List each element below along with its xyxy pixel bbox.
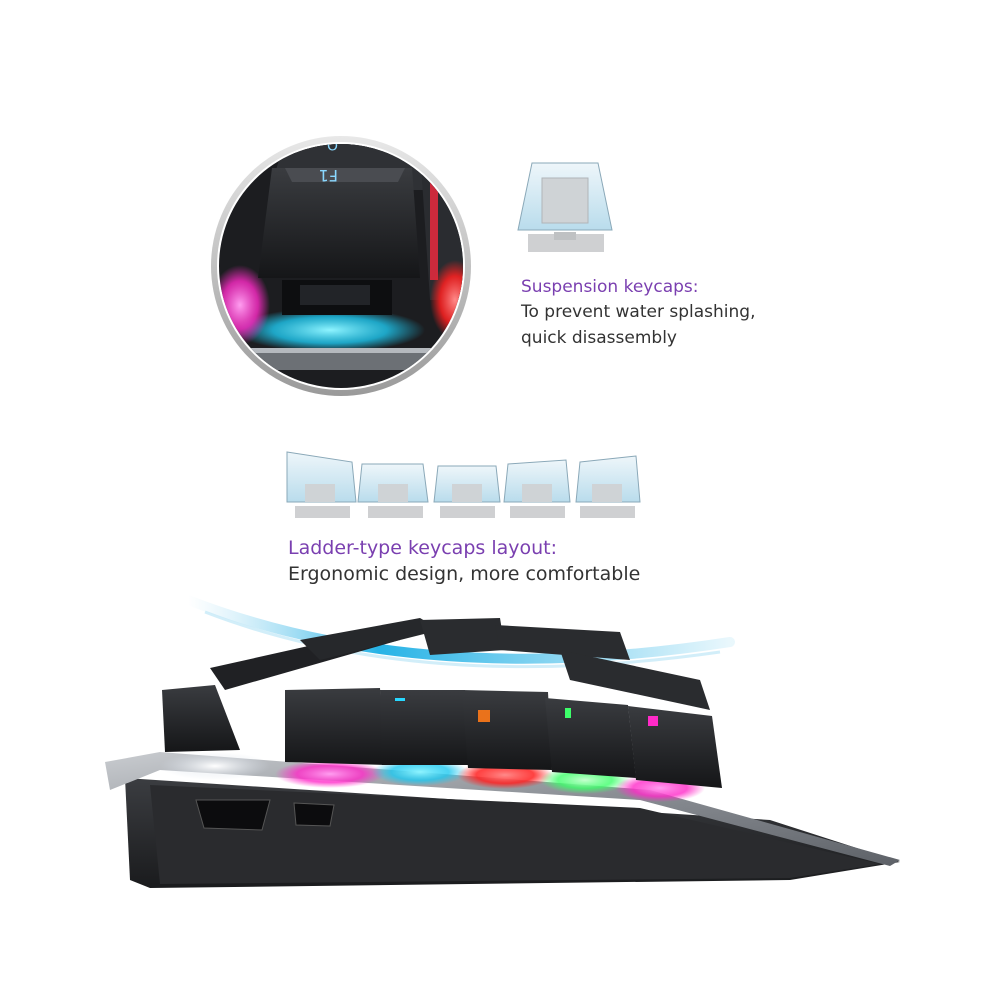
- suspension-heading: Suspension keycaps:: [521, 277, 699, 297]
- ladder-description: Ergonomic design, more comfortable: [288, 563, 641, 585]
- suspension-keycap-diagram: [517, 162, 613, 252]
- suspension-description-line-1: To prevent water splashing,: [521, 302, 756, 322]
- ladder-heading: Ladder-type keycaps layout:: [288, 537, 558, 559]
- ladder-keycaps-diagram: [286, 451, 641, 518]
- svg-text:Q: Q: [327, 136, 338, 152]
- keycap-closeup-circle: F1 Q: [211, 136, 471, 396]
- keyboard-side-view: [105, 595, 900, 888]
- suspension-description-line-2: quick disassembly: [521, 328, 677, 348]
- svg-text:F1: F1: [319, 166, 338, 185]
